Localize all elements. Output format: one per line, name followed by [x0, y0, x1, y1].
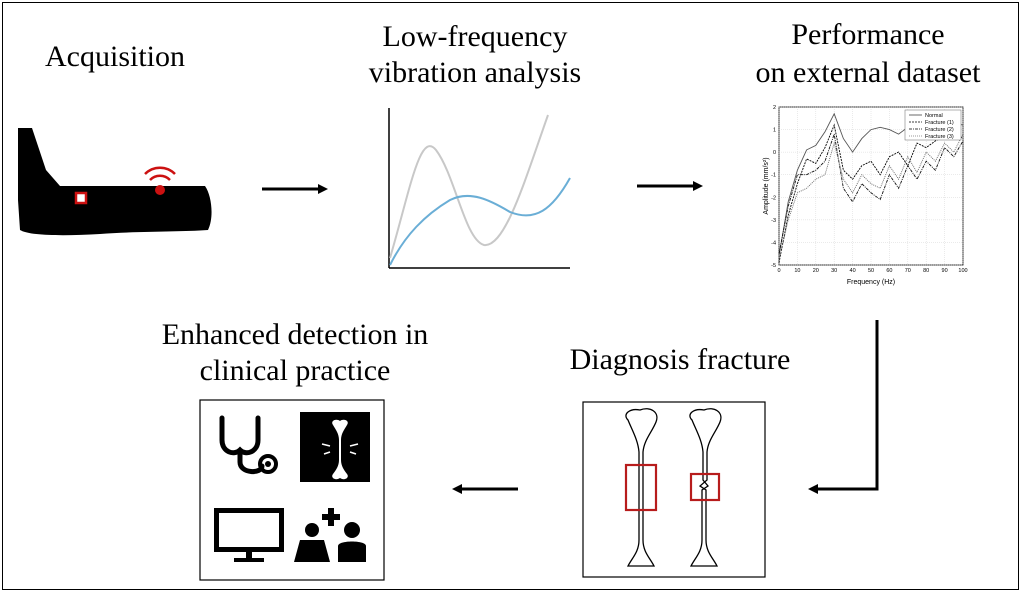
chart-x-label: Frequency (Hz) [847, 279, 895, 286]
vibration-wave-icon [144, 166, 176, 181]
stethoscope-icon [219, 415, 278, 474]
diagram-frame [2, 2, 1019, 590]
fracture-highlight-left [624, 463, 658, 512]
performance-title-line2: on external dataset [755, 56, 981, 89]
leg-silhouette [18, 128, 212, 236]
series-line-fracture-2 [778, 133, 964, 254]
series-line-fracture-1 [778, 123, 964, 263]
legend-fracture-1: Fracture (1) [925, 120, 954, 126]
chart-y-label: Amplitude (mm/s²) [763, 157, 770, 214]
fracture-highlight-right [689, 472, 721, 502]
y-tick-label: -2 [771, 195, 776, 201]
clinical-title-line2: clinical practice [199, 354, 391, 387]
xray-bone-icon [300, 412, 370, 482]
y-tick-label: -4 [771, 240, 776, 246]
y-tick-label: 1 [773, 128, 776, 134]
y-tick-label: 2 [773, 105, 776, 111]
blue-curve [389, 177, 571, 266]
y-tick-label: 0 [773, 150, 776, 156]
performance-title-line1: Performance [791, 18, 945, 51]
doctor-patient-icon [294, 508, 366, 562]
bone-right-icon [689, 408, 722, 567]
vibration-title-line2: vibration analysis [368, 56, 582, 89]
clinical-title-line1: Enhanced detection in [161, 318, 429, 351]
x-tick-label: 30 [831, 268, 837, 274]
x-tick-label: 70 [905, 268, 911, 274]
x-tick-label: 60 [886, 268, 892, 274]
x-tick-label: 100 [958, 268, 967, 274]
y-tick-label: -5 [771, 263, 776, 269]
y-tick-label: -3 [771, 218, 776, 224]
y-tick-label: -1 [771, 173, 776, 179]
vibration-title-line1: Low-frequency [382, 20, 568, 53]
legend-fracture-3: Fracture (3) [925, 134, 954, 140]
sensor-marker [74, 191, 88, 205]
series-line-fracture-3 [778, 133, 964, 261]
legend-fracture-2: Fracture (2) [925, 127, 954, 133]
x-tick-label: 80 [923, 268, 929, 274]
x-tick-label: 90 [942, 268, 948, 274]
x-tick-label: 20 [813, 268, 819, 274]
legend-normal: Normal [925, 113, 943, 119]
bone-left-icon [625, 408, 658, 567]
x-tick-label: 0 [777, 268, 780, 274]
chart-legend: Normal Fracture (1) Fracture (2) Fractur… [904, 109, 962, 141]
monitor-icon [214, 508, 284, 562]
diagnosis-title: Diagnosis fracture [569, 343, 791, 376]
x-tick-label: 40 [850, 268, 856, 274]
acquisition-title: Acquisition [45, 40, 185, 73]
x-tick-label: 10 [794, 268, 800, 274]
x-tick-label: 50 [868, 268, 874, 274]
gray-curve [389, 114, 549, 259]
vibration-source-dot [155, 185, 165, 195]
